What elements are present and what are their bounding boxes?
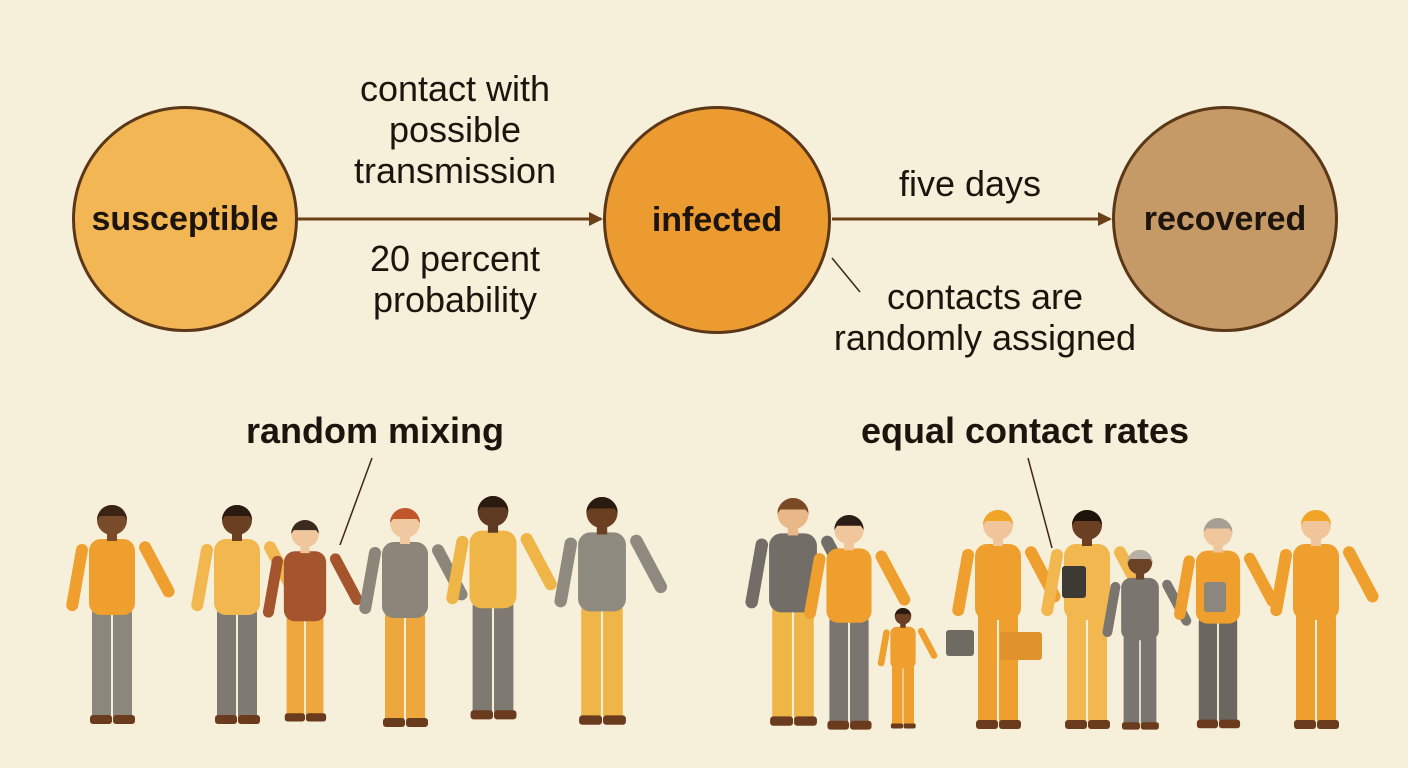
toolbox-left bbox=[946, 630, 974, 656]
person-figure-12 bbox=[1102, 549, 1192, 730]
pointer-equal-contact-rates bbox=[1027, 457, 1053, 549]
person-figure-8 bbox=[804, 515, 911, 730]
recovered-label: recovered bbox=[1143, 199, 1307, 238]
infected-node: infected bbox=[603, 106, 831, 334]
edge-label-probability: 20 percent probability bbox=[369, 238, 541, 321]
person-figure-1 bbox=[66, 505, 175, 724]
equal-contact-rates-title: equal contact rates bbox=[860, 410, 1190, 451]
note-random-contacts: contacts are randomly assigned bbox=[833, 276, 1137, 359]
person-figure-6 bbox=[554, 496, 668, 725]
person-figure-10 bbox=[952, 510, 1061, 729]
person-figure-9 bbox=[877, 608, 938, 729]
edge-label-duration: five days bbox=[898, 163, 1042, 204]
susceptible-label: susceptible bbox=[91, 199, 279, 238]
random-mixing-title: random mixing bbox=[245, 410, 505, 451]
person-figure-7 bbox=[745, 497, 859, 726]
person-figure-2 bbox=[191, 505, 300, 724]
recovered-node: recovered bbox=[1112, 106, 1338, 332]
note-pointer-infected bbox=[831, 257, 861, 293]
clipboard-1 bbox=[1062, 566, 1086, 598]
person-figure-5 bbox=[446, 496, 557, 720]
person-figure-4 bbox=[359, 508, 468, 727]
edge-label-transmission: contact with possible transmission bbox=[353, 68, 557, 192]
toolbox-right bbox=[1000, 632, 1042, 660]
infected-label: infected bbox=[651, 200, 783, 239]
person-figure-14 bbox=[1270, 510, 1379, 729]
clipboard-2 bbox=[1204, 582, 1226, 612]
person-figure-3 bbox=[262, 520, 363, 722]
pointer-random-mixing bbox=[339, 457, 373, 546]
susceptible-node: susceptible bbox=[72, 106, 298, 332]
